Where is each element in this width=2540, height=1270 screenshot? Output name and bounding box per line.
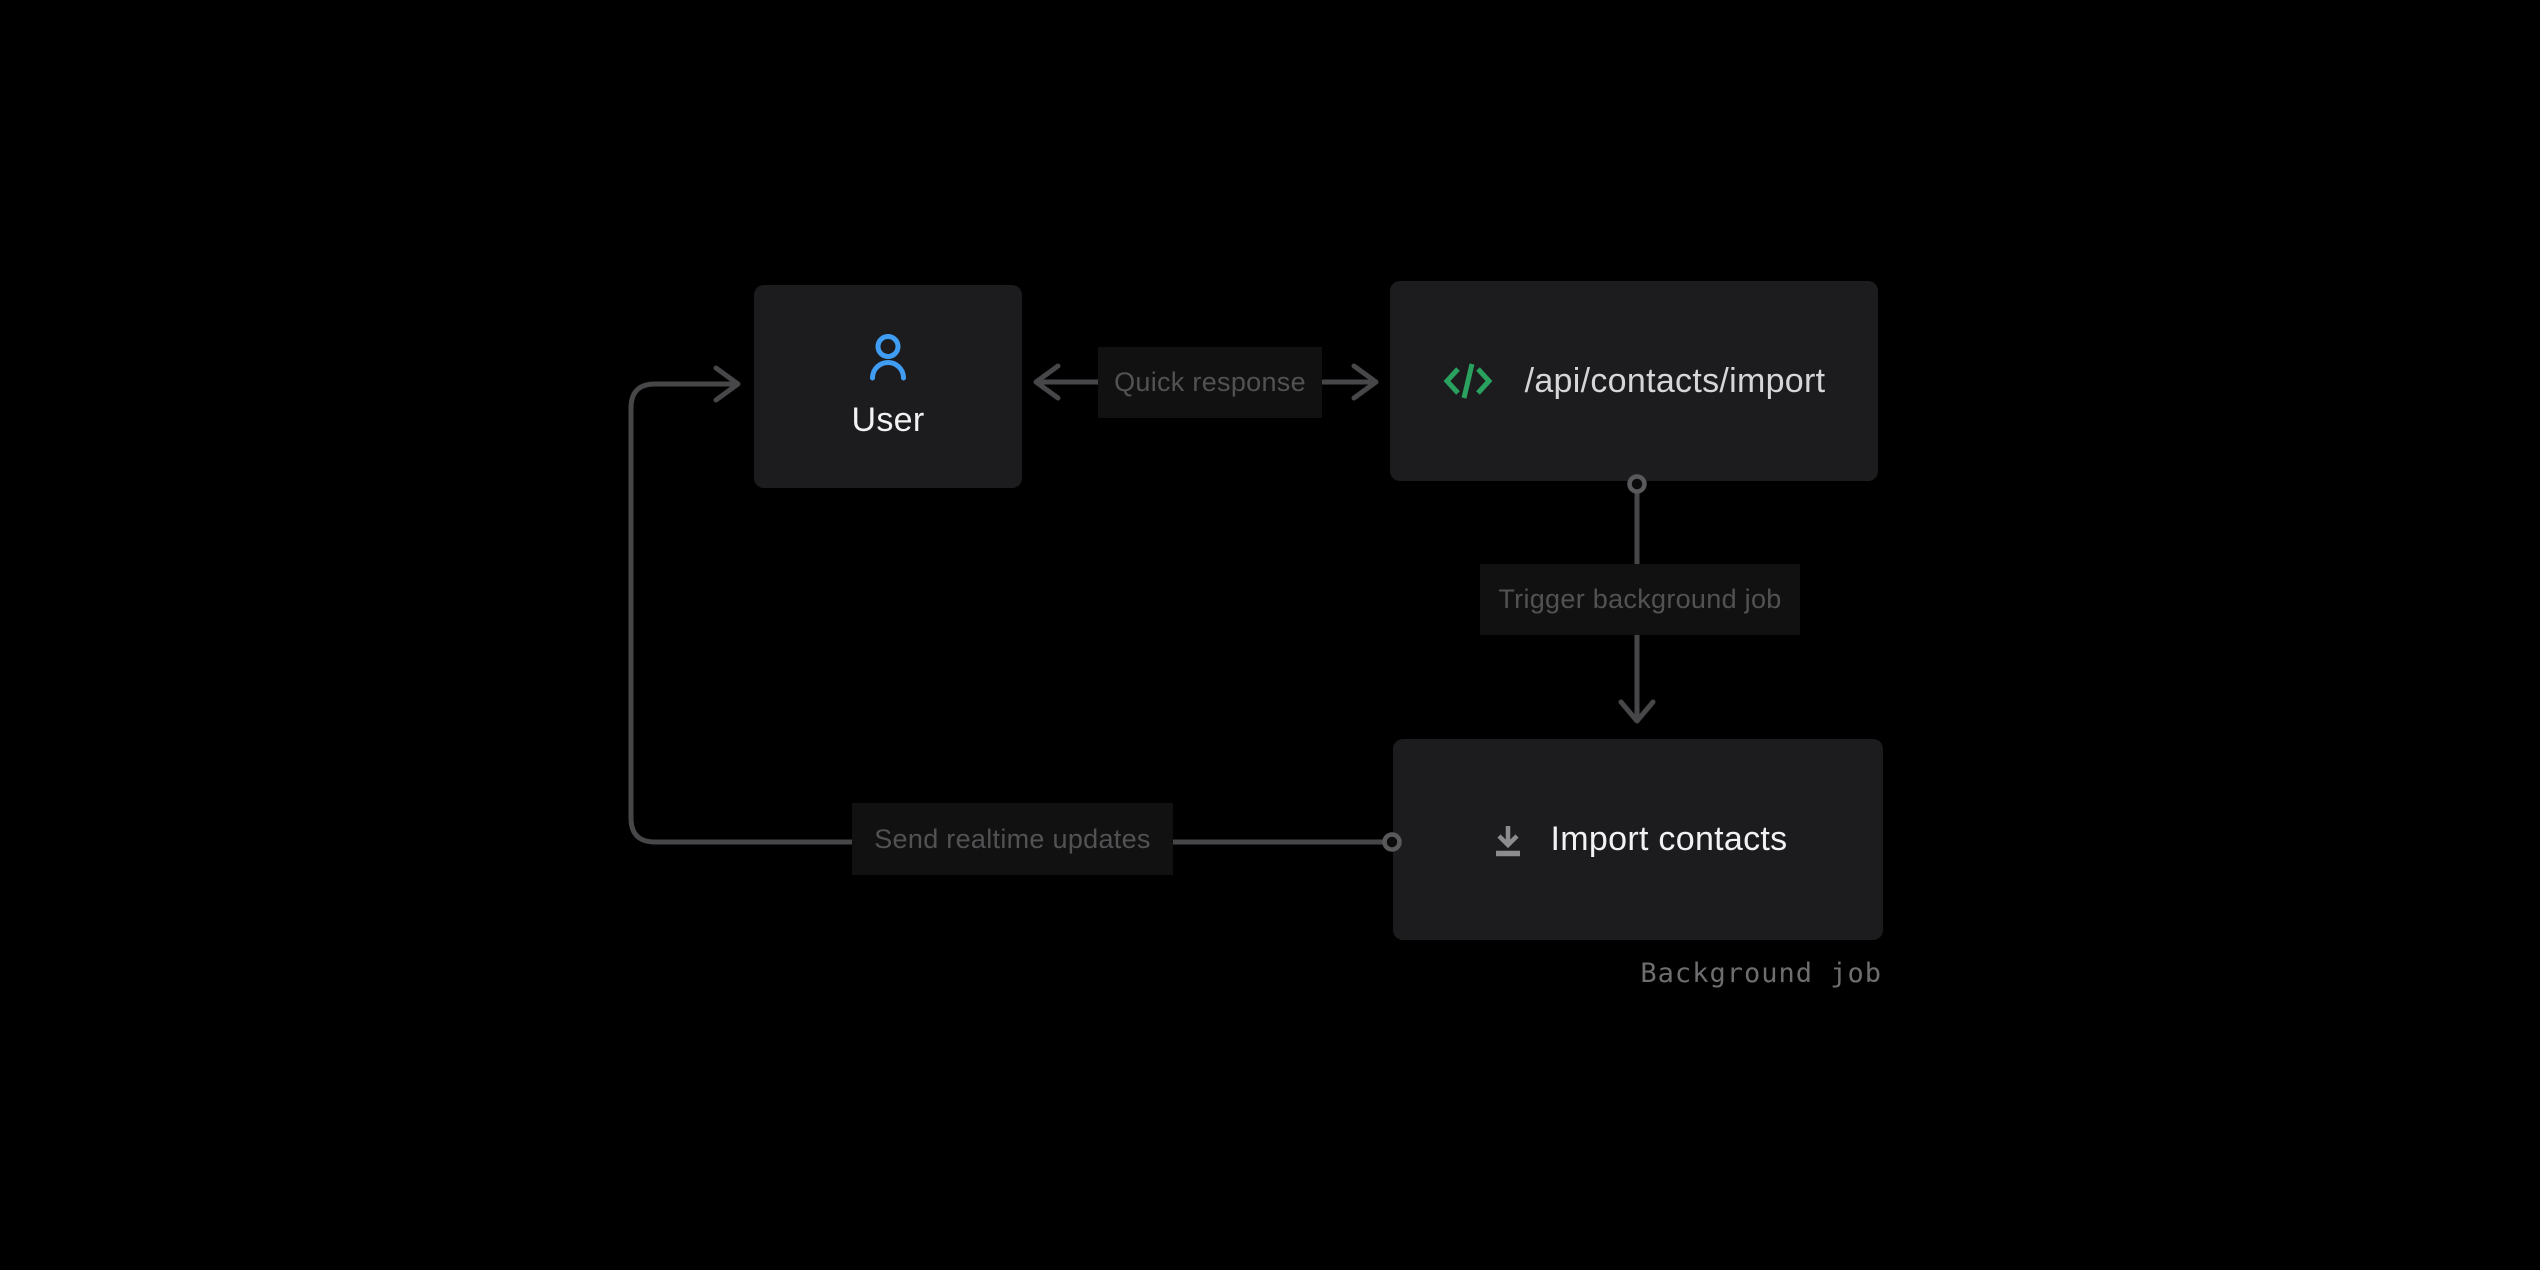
edge-quick-response-arrowhead-left [1033, 363, 1061, 401]
edge-quick-response-arrowhead-right [1351, 363, 1379, 401]
background-job-caption: Background job [1640, 958, 1882, 989]
node-import-label: Import contacts [1550, 820, 1788, 858]
edge-trigger-arrowhead [1618, 699, 1656, 724]
edge-realtime-arrowhead [713, 365, 741, 403]
node-api: /api/contacts/import [1390, 281, 1878, 481]
user-icon [870, 333, 906, 380]
edge-label-trigger-background-job: Trigger background job [1480, 564, 1800, 635]
node-user-label: User [851, 400, 925, 439]
download-icon [1495, 825, 1520, 856]
edge-label-quick-response: Quick response [1098, 347, 1322, 418]
node-user: User [754, 285, 1022, 488]
node-import-contacts: Import contacts [1393, 739, 1883, 940]
code-icon [1443, 363, 1492, 399]
edge-label-send-realtime-updates: Send realtime updates [852, 803, 1173, 875]
node-api-label: /api/contacts/import [1524, 361, 1826, 400]
